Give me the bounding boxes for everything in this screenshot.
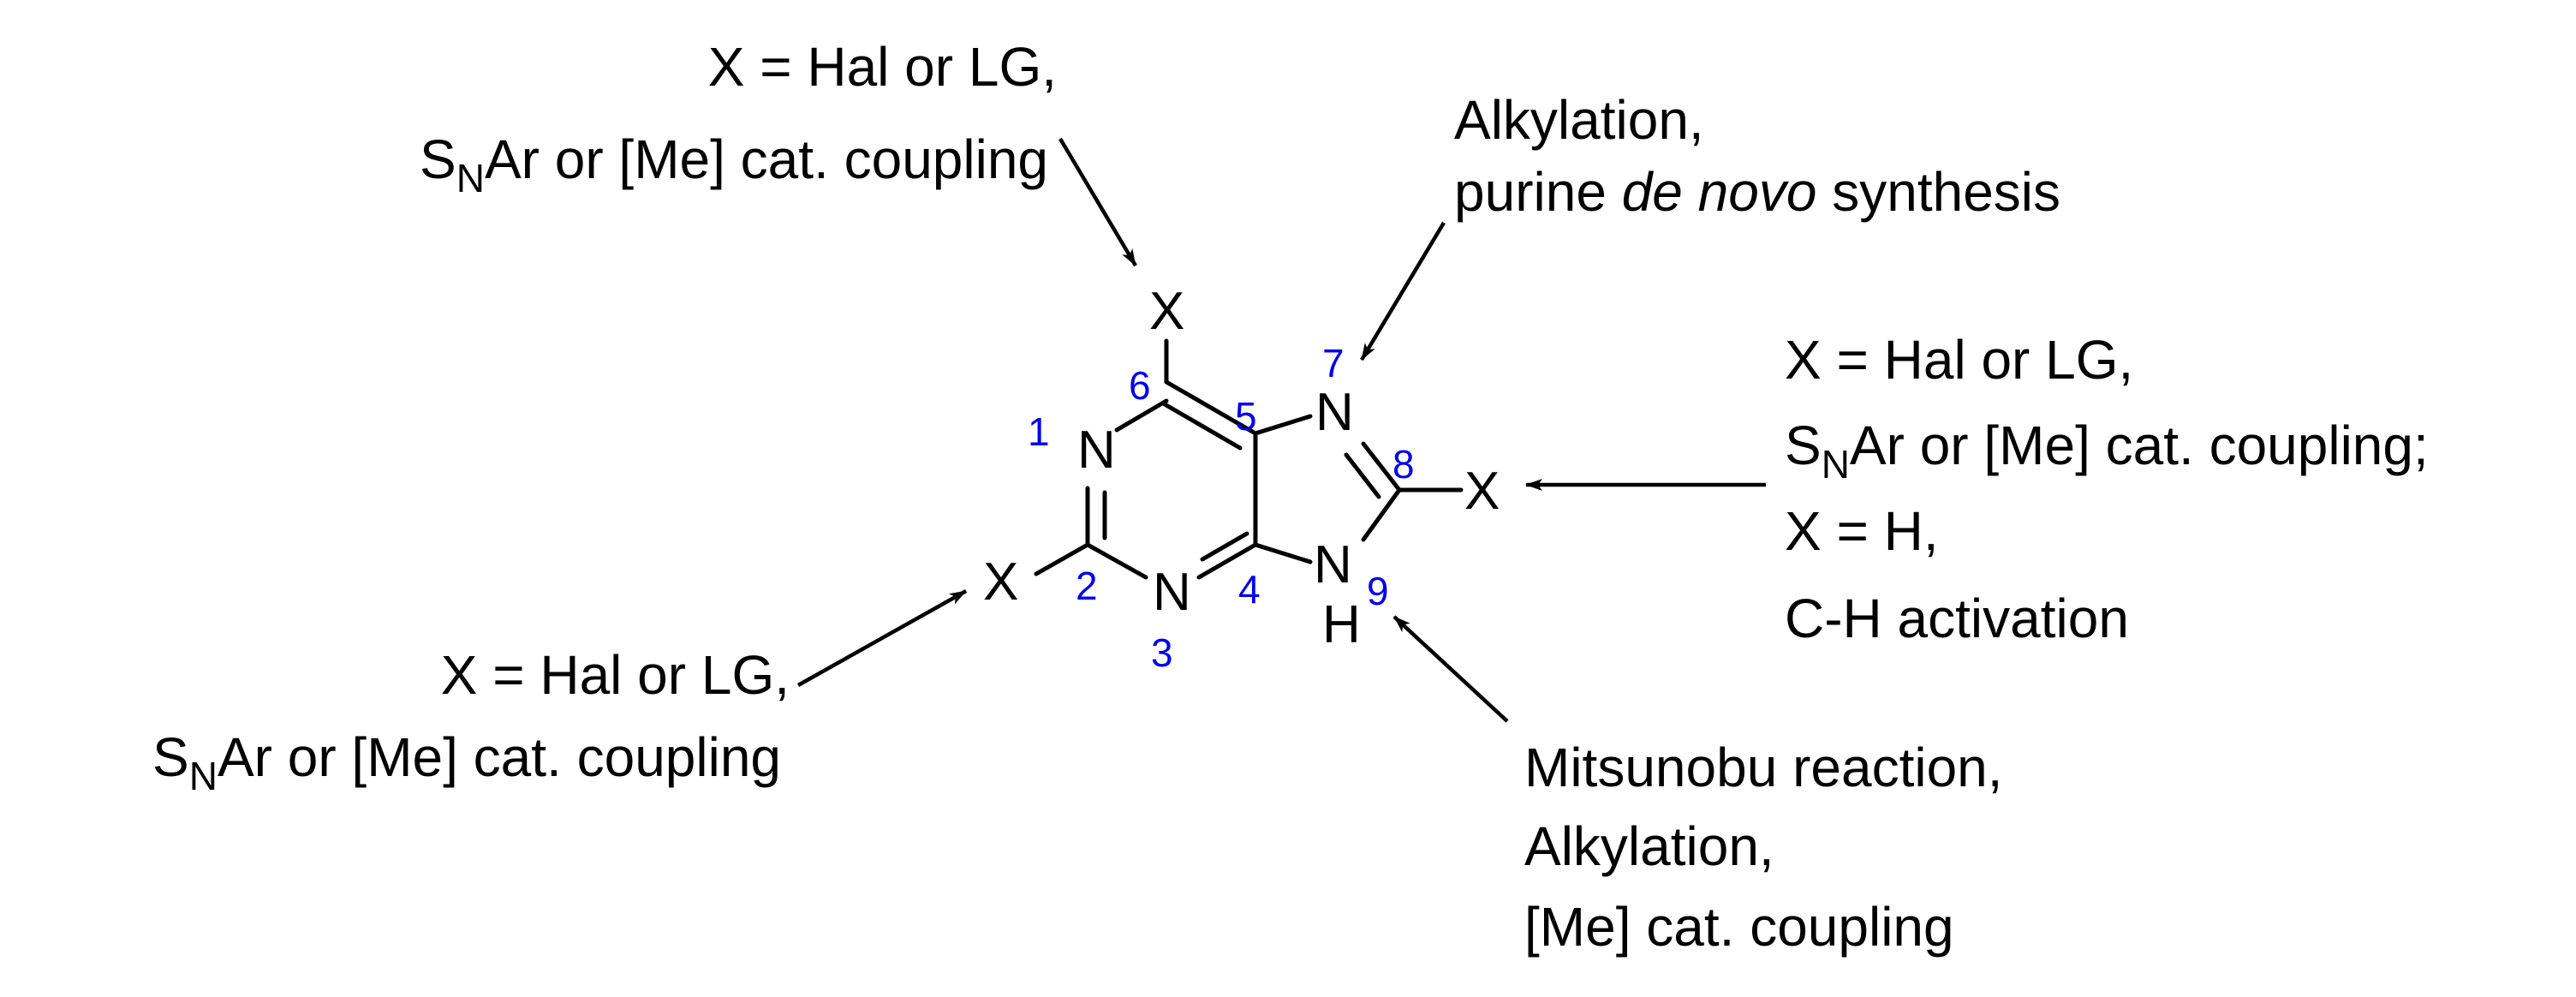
atom-n3: N (1153, 563, 1191, 622)
position-number-4: 4 (1238, 567, 1261, 612)
arrow-to-c6-substituent (1058, 137, 1137, 267)
atom-n1: N (1077, 421, 1116, 480)
position-number-1: 1 (1028, 409, 1050, 454)
annotation-c2-line2: SNAr or [Me] cat. coupling (152, 726, 781, 798)
bond-n7-c8-double (1344, 452, 1381, 499)
bond-n7-c8 (1361, 441, 1402, 493)
atom-x2: X (983, 552, 1018, 612)
annotation-n9-line1: Mitsunobu reaction, (1524, 737, 2003, 798)
arrow-to-c2-substituent (796, 589, 968, 687)
arrow-to-n9 (1392, 615, 1509, 723)
position-numbers: 1 2 3 4 5 6 7 8 9 (1028, 341, 1415, 675)
bond-c5-n7 (1253, 414, 1313, 436)
atom-h9: H (1322, 595, 1361, 654)
annotation-n7-line1: Alkylation, (1454, 89, 1704, 151)
annotation-c2: X = Hal or LG, SNAr or [Me] cat. couplin… (152, 644, 790, 798)
atom-x8: X (1464, 462, 1500, 521)
atom-n7: N (1315, 383, 1354, 442)
atom-x6: X (1149, 282, 1184, 341)
annotation-n9-line3: [Me] cat. coupling (1524, 896, 1954, 958)
annotation-n9: Mitsunobu reaction, Alkylation, [Me] cat… (1524, 737, 2003, 958)
annotation-c2-line1: X = Hal or LG, (441, 644, 790, 706)
bond-n9-c4 (1253, 542, 1313, 564)
position-number-9: 9 (1367, 569, 1389, 613)
bond-c8-n9 (1361, 487, 1402, 542)
annotation-c8-line3: X = H, (1785, 500, 1939, 562)
atom-labels: N N N N H X X X (983, 282, 1500, 654)
annotation-c6-line2: SNAr or [Me] cat. coupling (420, 128, 1048, 200)
bond-c5-c6-double (1162, 402, 1243, 451)
annotation-c6: X = Hal or LG, SNAr or [Me] cat. couplin… (420, 36, 1057, 200)
reactivity-arrows (796, 137, 1766, 723)
bond-c2-n3 (1085, 542, 1148, 580)
annotation-c8-line2: SNAr or [Me] cat. coupling; (1785, 415, 2429, 487)
annotation-n7: Alkylation, purine de novo synthesis (1454, 89, 2060, 223)
position-number-7: 7 (1322, 341, 1345, 385)
annotation-n9-line2: Alkylation, (1524, 815, 1774, 877)
bond-n3-c4-double (1200, 531, 1249, 562)
position-number-5: 5 (1235, 394, 1257, 439)
position-number-8: 8 (1392, 442, 1415, 487)
annotation-c8-line1: X = Hal or LG, (1785, 329, 2133, 391)
position-number-3: 3 (1151, 630, 1173, 675)
annotation-c8: X = Hal or LG, SNAr or [Me] cat. couplin… (1785, 329, 2429, 649)
purine-skeleton (1034, 338, 1464, 580)
bond-c5-c6 (1164, 379, 1258, 436)
bond-c2-x (1034, 542, 1090, 576)
position-number-6: 6 (1129, 363, 1151, 408)
atom-n9: N (1314, 535, 1352, 594)
annotation-n7-line2: purine de novo synthesis (1454, 161, 2060, 223)
arrow-to-n7 (1360, 221, 1446, 361)
position-number-2: 2 (1076, 564, 1098, 608)
annotation-c6-line1: X = Hal or LG, (708, 36, 1057, 98)
annotation-c8-line4: C-H activation (1785, 588, 2129, 649)
bond-c6-n1 (1114, 398, 1169, 433)
bond-n3-c4 (1196, 542, 1258, 580)
